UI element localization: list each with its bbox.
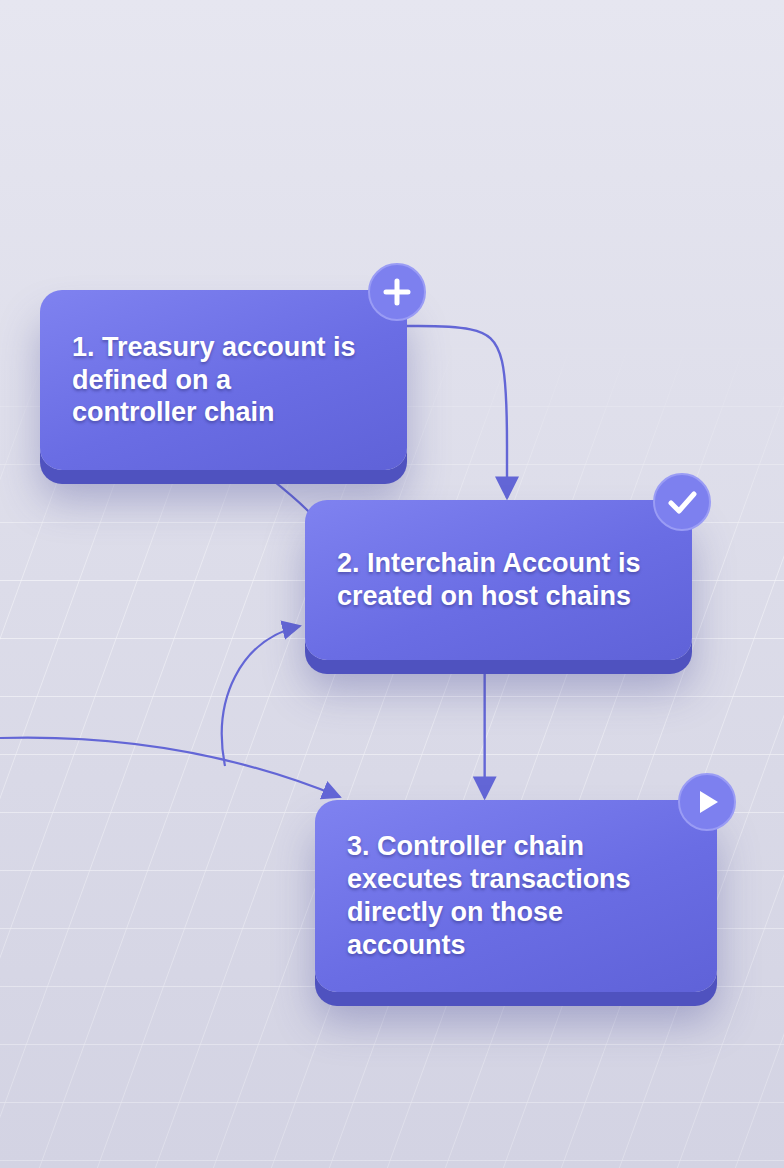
play-badge <box>679 774 735 830</box>
plus-badge <box>369 264 425 320</box>
process-box: 1. Treasury account is defined on a cont… <box>40 290 407 470</box>
incoming-line <box>0 738 340 797</box>
step-text: 1. Treasury account is defined on a cont… <box>72 331 359 430</box>
check-badge <box>654 474 710 530</box>
step-text: 3. Controller chain executes transaction… <box>347 830 669 962</box>
link-line <box>265 474 312 515</box>
process-box: 2. Interchain Account is created on host… <box>305 500 692 660</box>
branch-line <box>222 626 300 766</box>
process-box: 3. Controller chain executes transaction… <box>315 800 717 992</box>
flow-arrow <box>483 674 485 798</box>
step-text: 2. Interchain Account is created on host… <box>337 547 644 613</box>
flow-arrow <box>407 326 507 498</box>
